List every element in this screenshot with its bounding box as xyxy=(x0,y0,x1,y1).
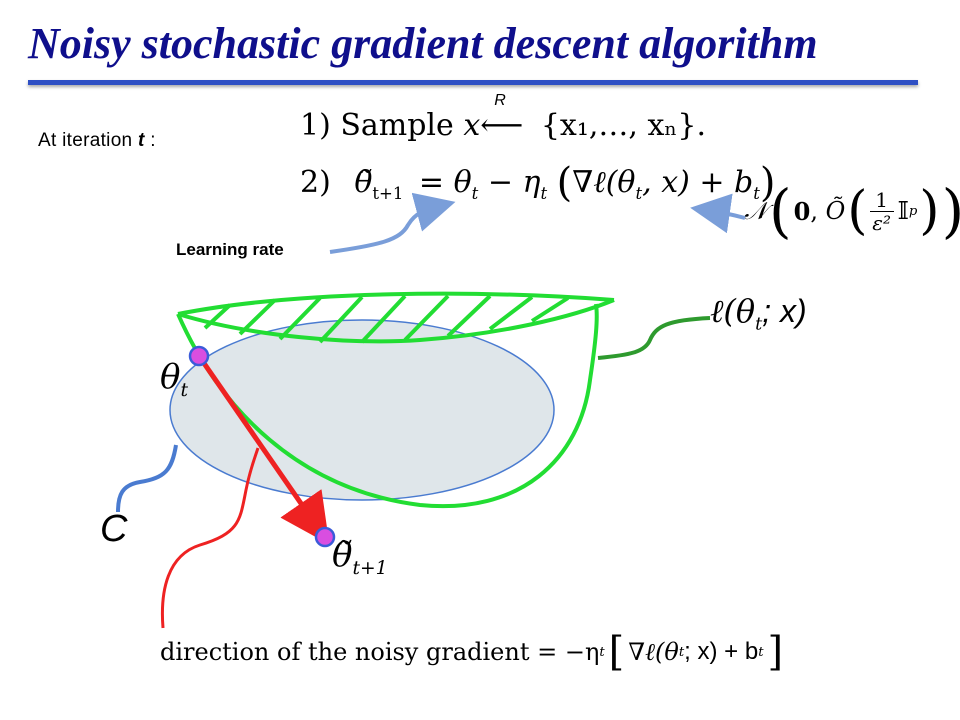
sample-set: {x₁,…, xₙ}. xyxy=(540,108,706,143)
bottom-eq-text: direction of the noisy gradient = −η xyxy=(160,638,600,666)
step1-word: Sample xyxy=(340,108,454,143)
loss-label-connector xyxy=(597,316,711,360)
step2-paren-close: ) xyxy=(759,160,776,206)
noise-frac-den: ε² xyxy=(872,210,891,235)
loss-bowl-rim-bottom xyxy=(177,298,615,344)
loss-rest: ; x) xyxy=(762,293,807,329)
learning-rate-label: Learning rate xyxy=(176,240,284,259)
step2-grad: ∇ℓ(θ xyxy=(572,165,636,200)
loss-function-label: ℓ(θt; x) xyxy=(710,292,807,334)
iteration-suffix: : xyxy=(144,130,156,151)
bottom-eq-rest: ; x) + b xyxy=(684,638,759,665)
theta-t-label: θt xyxy=(160,357,188,401)
set-connector xyxy=(116,444,178,513)
step2-number: 2) xyxy=(300,165,331,200)
step2-rhs-sub: t xyxy=(471,184,479,203)
gradient-arrow xyxy=(196,354,330,545)
step1-var: x xyxy=(463,108,481,143)
bottom-eq-bracket-open: [ xyxy=(608,629,625,675)
bottom-eq-grad: ∇ℓ(θ xyxy=(628,637,679,666)
step2-lhs: θ̃ xyxy=(354,165,373,200)
noise-fraction: 1 ε² xyxy=(869,187,894,235)
noise-inner-paren-close: ) xyxy=(919,181,940,241)
noise-mean: 0 xyxy=(793,196,811,226)
noise-identity-sub: p xyxy=(908,203,918,219)
loss-bowl-hatching xyxy=(203,294,570,344)
step2-grad-sub: t xyxy=(635,184,643,203)
bottom-eq-eta-sub: t xyxy=(599,644,605,660)
step2-paren-open: ( xyxy=(556,160,573,206)
noise-normal-symbol: 𝒩 xyxy=(744,197,767,225)
bottom-eq-bracket-close: ] xyxy=(767,629,784,675)
noise-connector xyxy=(690,193,746,234)
bottom-eq-b-sub: t xyxy=(758,644,764,660)
theta-t-sub: t xyxy=(180,379,188,401)
iteration-prefix: At iteration xyxy=(38,130,139,151)
slide-title: Noisy stochastic gradient descent algori… xyxy=(28,19,818,68)
noise-paren-close: ) xyxy=(942,182,960,240)
step2-minus-eta: − η xyxy=(478,165,541,200)
step2-eta-sub: t xyxy=(540,184,548,203)
loss-sub: t xyxy=(755,314,763,335)
loss-text: ℓ(θ xyxy=(710,292,756,330)
sample-arrow-superscript: R xyxy=(494,92,506,109)
gradient-direction-connector xyxy=(160,447,260,629)
noise-order: Õ xyxy=(825,197,846,225)
iteration-variable: t xyxy=(138,130,145,151)
constraint-set-ellipse xyxy=(169,319,555,501)
theta-t1-sub: t+1 xyxy=(352,557,388,579)
sample-arrow: ⟵ xyxy=(480,108,524,143)
bottom-eq-grad-sub: t xyxy=(678,644,685,660)
loss-bowl-curve xyxy=(176,303,599,509)
noise-inner-paren-open: ( xyxy=(847,181,868,241)
theta-t-point xyxy=(188,345,210,367)
step2-b-sub: t xyxy=(753,184,760,203)
iteration-label: At iteration t : xyxy=(38,130,156,152)
noise-frac-num: 1 xyxy=(875,187,888,212)
step2-equation: 2) θ̃t+1 = θt − ηt (∇ℓ(θt, x) + bt) xyxy=(300,160,776,206)
theta-t-sym: θ xyxy=(160,357,181,397)
theta-t1-label: θ̃t+1 xyxy=(332,535,388,579)
theta-t1-point xyxy=(314,526,336,548)
learning-rate-connector xyxy=(329,192,456,254)
constraint-set-label: C xyxy=(100,508,128,550)
noise-paren-open: ( xyxy=(769,177,792,245)
noise-identity: 𝕀 xyxy=(897,197,909,225)
title-underline xyxy=(28,80,918,85)
noise-distribution: 𝒩 ( 0, Õ ( 1 ε² 𝕀p ) ) xyxy=(744,182,960,240)
theta-t1-sym: θ̃ xyxy=(332,535,353,575)
step1-number: 1) xyxy=(300,108,331,143)
step2-lhs-sub: t+1 xyxy=(372,184,404,203)
